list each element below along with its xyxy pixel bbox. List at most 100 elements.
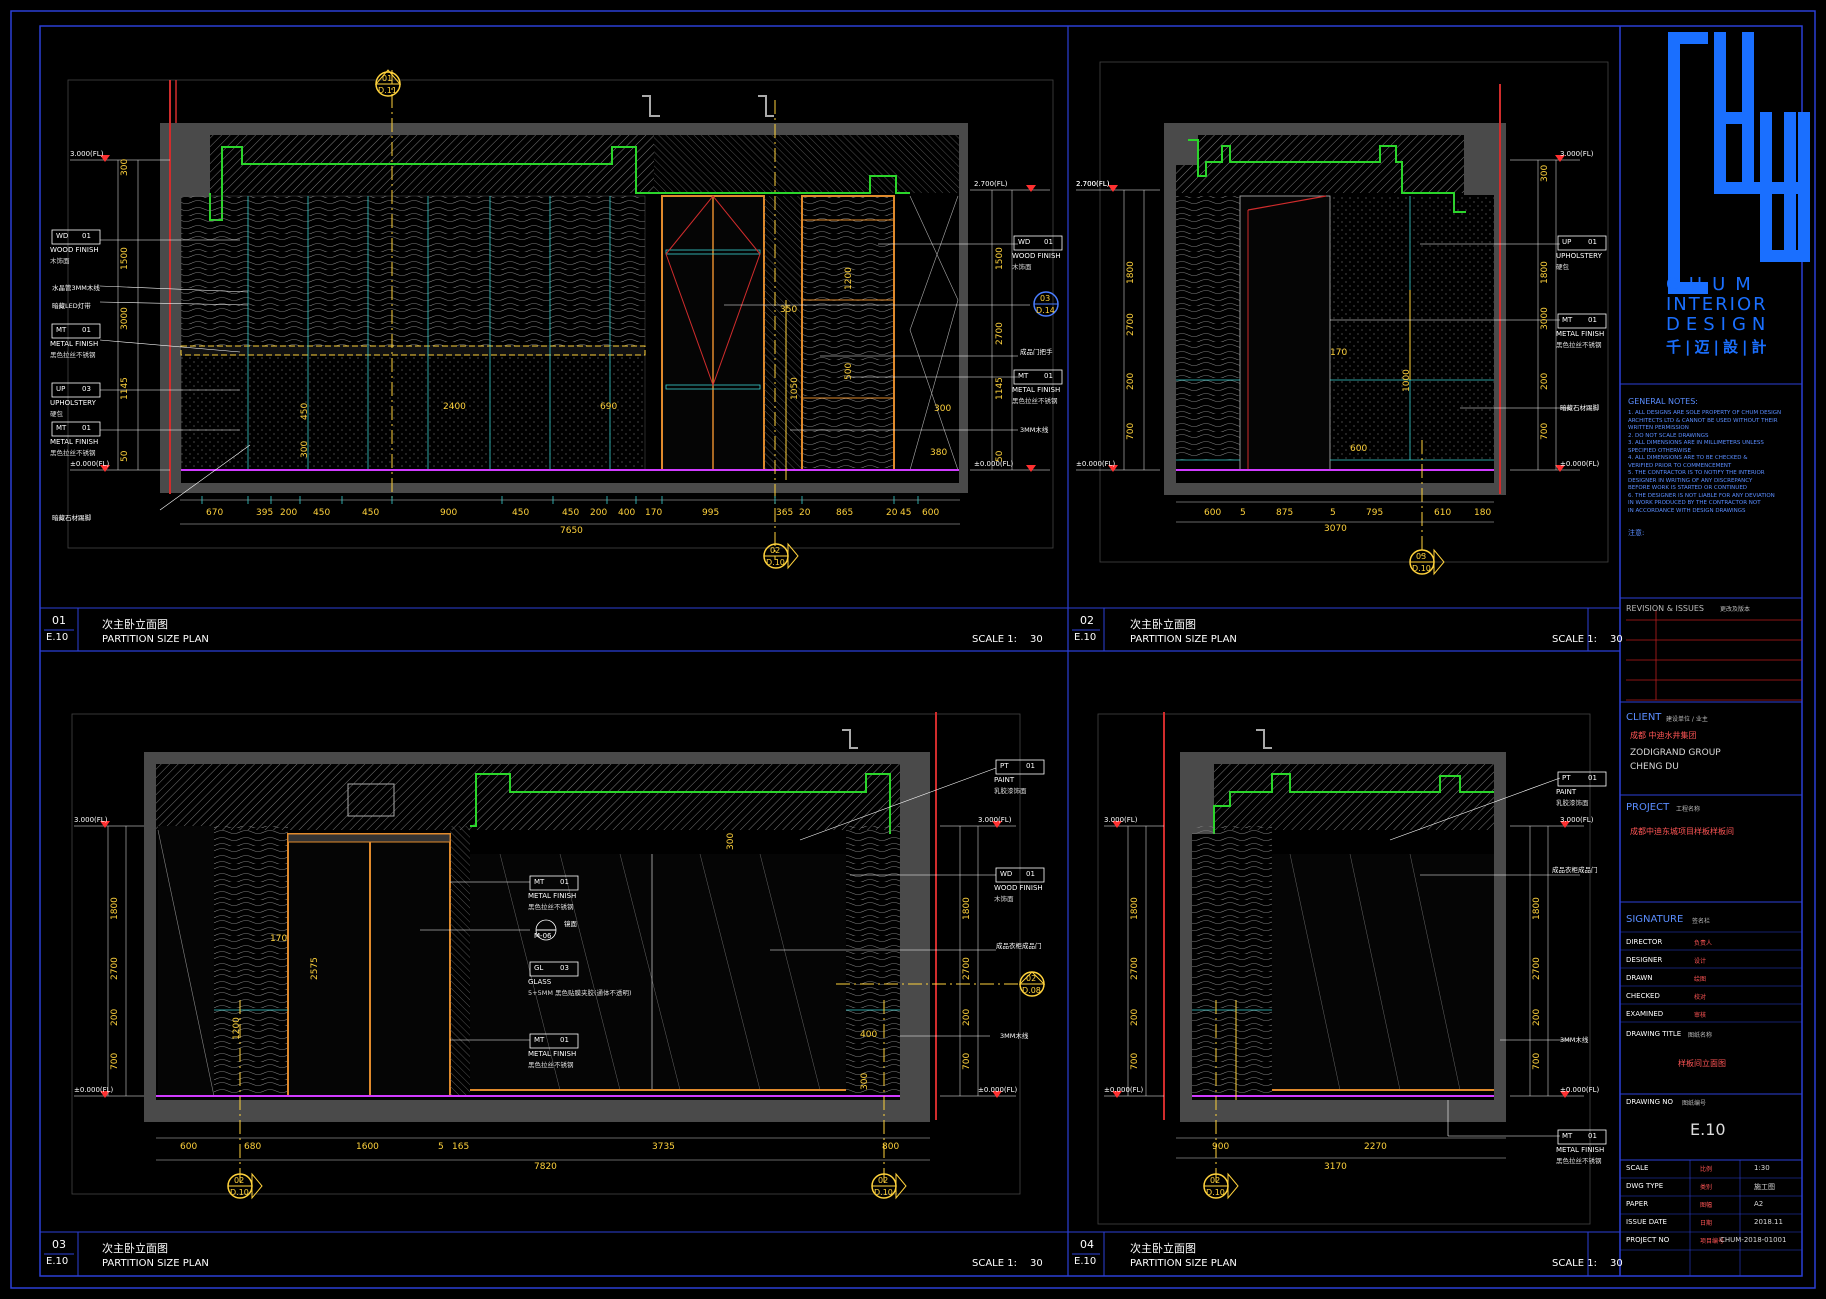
v1-tag-metal-label: METAL FINISH (50, 340, 99, 348)
ceiling-profile (209, 146, 910, 221)
v4-right-dim: 200 (1532, 1008, 1542, 1026)
v4-callout-bot-b: D.10 (1206, 1188, 1225, 1197)
v1-right-dim: 1500 (995, 247, 1005, 270)
v1-inner-dim: 500 (844, 362, 854, 380)
v2-tag-upholstery-code: UP (1562, 238, 1572, 246)
v1-level-mid: 2.700(FL) (1076, 180, 1110, 188)
info-row-cn: 比例 (1700, 1166, 1713, 1173)
general-note-line: IN ACCORDANCE WITH DESIGN DRAWINGS (1628, 507, 1746, 514)
v1-bottom-dim: 450 (562, 508, 580, 518)
view-number: 04 (1080, 1238, 1094, 1251)
info-row-value: CHUM-2018-01001 (1720, 1236, 1787, 1244)
v1-bottom-dim: 600 (922, 508, 940, 518)
v3-tag-metal-label: METAL FINISH (528, 1050, 577, 1058)
v1-tag-wood-r-code: WD (1018, 238, 1031, 246)
v3-callout-bot-r-a: 02 (878, 1176, 889, 1185)
v3-callout-right-a: 02 (1026, 974, 1037, 983)
v3-right-dim: 1800 (962, 897, 972, 920)
signature-label: SIGNATURE (1626, 914, 1684, 925)
v2-callout-bot-a: 03 (1416, 552, 1427, 561)
v2-tag-metal-code: MT (1562, 316, 1573, 324)
v1-inner-dim: 1200 (844, 267, 854, 290)
v4-left-dim: 2700 (1130, 957, 1140, 980)
v1-left-dim: 1500 (120, 247, 130, 270)
info-row-cn: 日期 (1700, 1220, 1713, 1227)
view-scale-label: SCALE 1: (972, 1258, 1017, 1269)
v2-left-dim: 1800 (1126, 261, 1136, 284)
v2-bottom-dim: 5 (1240, 508, 1246, 518)
v1-tag-metal-r-num: 01 (1044, 372, 1053, 380)
v1-total-dim: 7650 (560, 526, 583, 536)
v3-callout-bot-l-b: D.10 (230, 1188, 249, 1197)
v3-tag-glass-code: GL (534, 964, 544, 972)
v1-tag-upholstery-desc: 硬包 (50, 410, 63, 418)
general-note-line: 5. THE CONTRACTOR IS TO NOTIFY THE INTER… (1628, 470, 1765, 476)
sign-row-label: EXAMINED (1626, 1010, 1664, 1018)
v3-inner-dim: 1200 (232, 1017, 242, 1040)
v1-inner-dim: 350 (780, 305, 798, 315)
v1-note-skirting: 暗藏石材踢脚 (52, 514, 91, 522)
v1-bottom-dim: 200 (590, 508, 608, 518)
v1-inner-dim: 380 (930, 448, 948, 458)
v4-left-dim: 200 (1130, 1008, 1140, 1026)
v4-tag-metal-code: MT (1562, 1132, 1573, 1140)
v2-bottom-dim: 795 (1366, 508, 1384, 518)
v2-tag-metal-desc: 黑色拉丝不锈钢 (1556, 341, 1602, 349)
v3-tag-wood-num: 01 (1026, 870, 1035, 878)
client-label: CLIENT (1626, 712, 1662, 723)
general-note-line: DESIGNER IN WRITING OF ANY DISCREPANCY (1628, 477, 1753, 484)
sign-row-cn: 负责人 (1694, 940, 1713, 947)
v1-right-dim: 2700 (995, 322, 1005, 345)
v1-level-top: 3.000(FL) (70, 150, 104, 158)
v1-right-dim: 1145 (995, 377, 1005, 400)
v3-bottom-dim: 3735 (652, 1142, 675, 1152)
v1-bottom-dim: 170 (645, 508, 663, 518)
v3-bottom-dim: 800 (882, 1142, 900, 1152)
view-title-en: PARTITION SIZE PLAN (1130, 1258, 1237, 1269)
view-title-cn: 次主卧立面图 (1130, 1242, 1196, 1255)
v3-level-top: 3.000(FL) (74, 816, 108, 824)
info-row-cn: 图幅 (1700, 1202, 1713, 1209)
general-notes-label: GENERAL NOTES: (1628, 397, 1698, 406)
signature-cn: 签名栏 (1692, 918, 1711, 925)
v4-left-dim: 700 (1130, 1052, 1140, 1070)
v4-bottom-dim: 2270 (1364, 1142, 1387, 1152)
v2-bottom-dim: 610 (1434, 508, 1452, 518)
info-row-value: 2018.11 (1754, 1218, 1783, 1226)
v3-tag-metal-num: 01 (560, 878, 569, 886)
v3-tag-paint-code: PT (1000, 762, 1009, 770)
v1-bottom-dim: 670 (206, 508, 224, 518)
v4-callout-bot-a: 02 (1210, 1176, 1221, 1185)
v1-tag-wood-desc: 木饰面 (50, 257, 70, 265)
drawing-no-cn: 图纸编号 (1682, 1100, 1707, 1107)
v1-left-dim: 1145 (120, 377, 130, 400)
v3-left-dim: 2700 (110, 957, 120, 980)
v4-left-dim: 1800 (1130, 897, 1140, 920)
v4-tag-paint-desc: 乳胶漆饰面 (1556, 799, 1589, 807)
v1-bottom-dim: 365 (776, 508, 794, 518)
v1-bottom-dim: 20 (799, 508, 811, 518)
v3-right-dim: 200 (962, 1008, 972, 1026)
v4-level-right-floor: ±0.000(FL) (1560, 1086, 1600, 1094)
v1-bottom-dim: 450 (362, 508, 380, 518)
v4-total-dim: 3170 (1324, 1162, 1347, 1172)
v1-tag-metal-code: MT (56, 326, 67, 334)
v2-level-right-floor: ±0.000(FL) (1560, 460, 1600, 468)
view-title-en: PARTITION SIZE PLAN (102, 1258, 209, 1269)
sign-row-label: DRAWN (1626, 974, 1653, 982)
v1-callout-top-a: 01 (382, 74, 393, 83)
v3-tag-paint-desc: 乳胶漆饰面 (994, 787, 1027, 795)
view-scale-value: 30 (1610, 1258, 1623, 1269)
v4-tag-paint-code: PT (1562, 774, 1571, 782)
v3-tag-wood-label: WOOD FINISH (994, 884, 1043, 892)
chum-logo (1668, 32, 1810, 294)
v2-left-dim: 700 (1126, 422, 1136, 440)
v2-bottom-dim: 5 (1330, 508, 1336, 518)
v3-callout-bot-l-a: 02 (234, 1176, 245, 1185)
v4-note-wardrobe: 成品衣柜成品门 (1552, 866, 1598, 874)
revision-label: REVISION & ISSUES (1626, 604, 1704, 613)
v1-callout-bot-a: 02 (770, 546, 781, 555)
v3-tag-glass-label: GLASS (528, 978, 552, 986)
sign-row-label: DESIGNER (1626, 956, 1663, 964)
